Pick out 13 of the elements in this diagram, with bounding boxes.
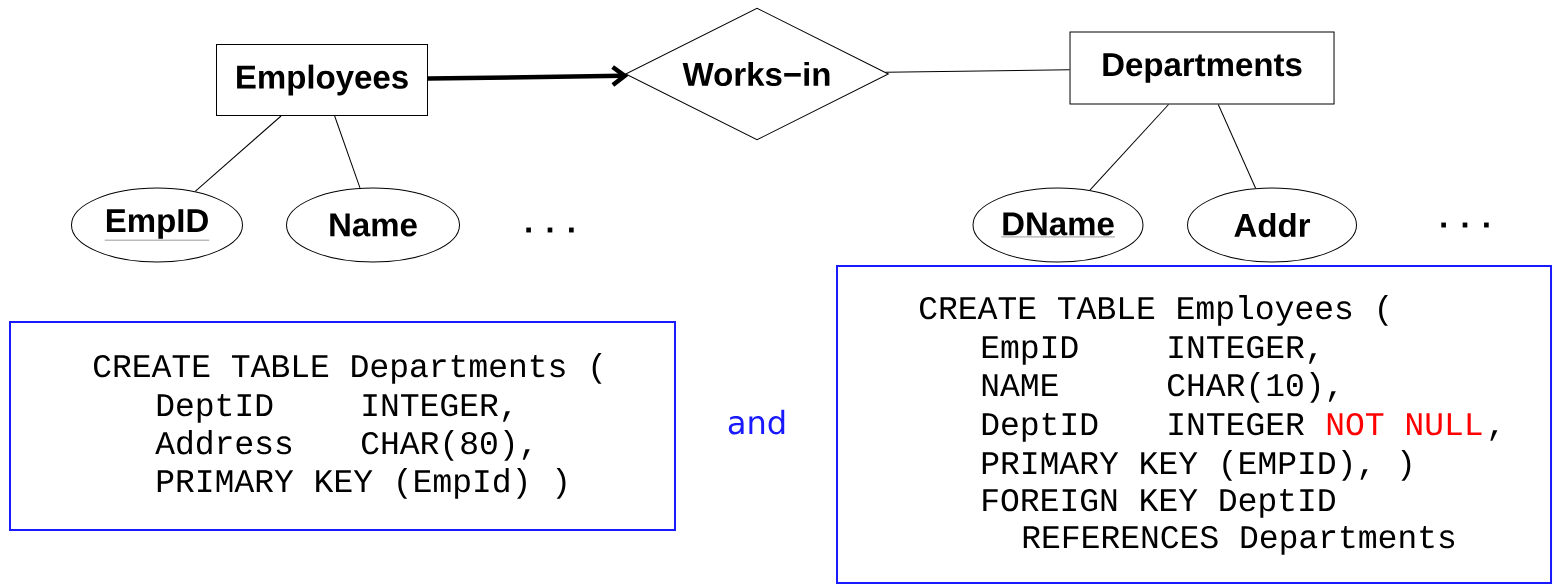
code-box: CREATE TABLE Employees ( EmpID INTEGER, NAME CHAR(10), DeptID INTEGER NOT NULL , PRIMARY KEY (EMPID), ) FOREIGN KEY DeptID REFERENCES Departments — [836, 265, 1552, 584]
connector-line — [1089, 104, 1170, 191]
entity-box: Employees — [216, 44, 428, 116]
ellipsis: . . . — [1441, 222, 1489, 228]
code-box: CREATE TABLE Departments ( DeptID INTEGER, Address CHAR(80), PRIMARY KEY (EmpId) ) — [9, 321, 676, 531]
connector-line — [194, 115, 282, 192]
connector-line — [1217, 104, 1257, 189]
connector-line — [334, 115, 361, 189]
entity-box: Departments — [1069, 31, 1335, 105]
arrow — [427, 65, 629, 87]
ellipsis: . . . — [526, 227, 574, 233]
conjunction-text: and — [728, 409, 785, 435]
connector-line — [885, 69, 1070, 73]
